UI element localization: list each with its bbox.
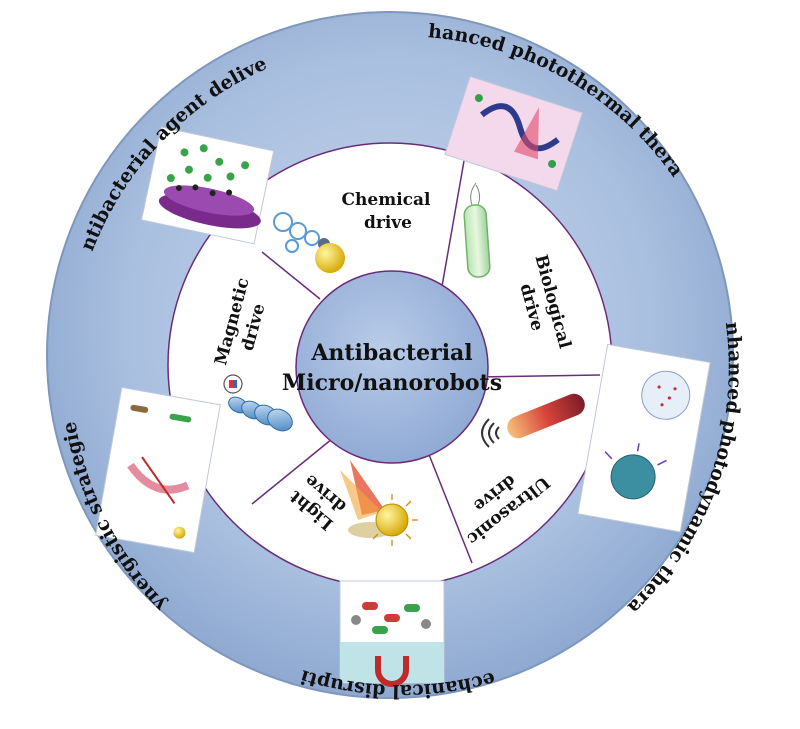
drive-label-line2: drive: [364, 213, 412, 233]
thumbnail-photothermal: [444, 75, 584, 192]
center-title-line1: Antibacterial: [310, 340, 472, 366]
thumbnail-photodynamic: [577, 343, 711, 533]
divider-line: [475, 374, 601, 378]
center-title-line2: Micro/nanorobots: [282, 370, 502, 396]
center-circle: [295, 270, 489, 464]
chemical-drive-icon: [273, 212, 345, 273]
magnetic-drive-icon: [223, 374, 293, 432]
divider-line: [440, 160, 465, 293]
thumbnail-mechanical: [339, 580, 445, 687]
divider-line: [423, 441, 473, 564]
thumbnail-synergistic: [95, 386, 221, 554]
thumbnail-agent-delivery: [140, 126, 275, 245]
divider-line: [261, 251, 321, 300]
ultrasonic-drive-icon: [481, 393, 585, 448]
biological-drive-icon: [463, 182, 491, 278]
drive-chemical: Chemical drive: [342, 190, 432, 233]
segment-dividers: [251, 160, 601, 564]
drive-label-line1: Chemical: [342, 190, 432, 210]
light-drive-icon: [340, 460, 418, 546]
divider-line: [251, 429, 344, 505]
